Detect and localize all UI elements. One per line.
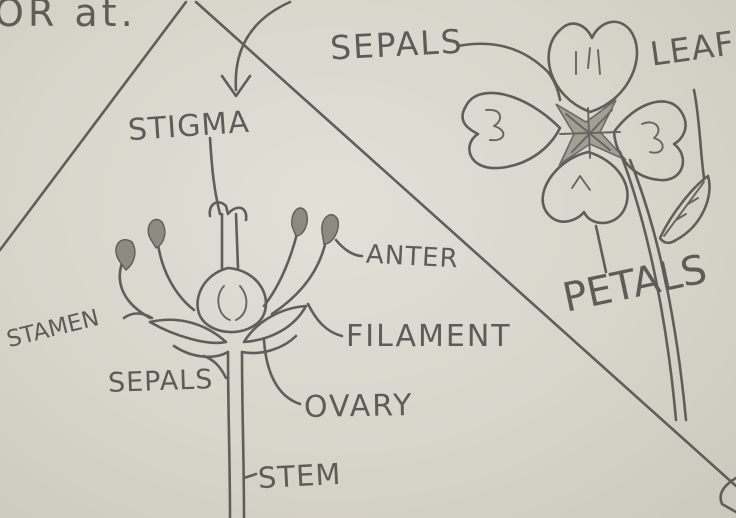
bottom-petal bbox=[543, 152, 628, 223]
anther-leader bbox=[336, 240, 362, 256]
label-ovary: OVARY bbox=[304, 391, 414, 423]
top-petal bbox=[549, 22, 637, 112]
stem-leader bbox=[244, 474, 256, 478]
divider-line-right bbox=[196, 2, 736, 486]
label-anther: ANTER bbox=[365, 242, 459, 273]
sepal-lower-left bbox=[174, 346, 228, 357]
main-stem bbox=[228, 352, 230, 518]
pointer-arrow bbox=[236, 2, 290, 90]
label-stem: STEM bbox=[257, 460, 342, 493]
header-fragment-text: OR at. bbox=[0, 0, 137, 32]
sepals-top-leader bbox=[458, 44, 560, 100]
petals-leader bbox=[596, 226, 606, 272]
anther-right-inner bbox=[292, 208, 308, 236]
label-stigma: STIGMA bbox=[127, 108, 251, 146]
anther-left-outer bbox=[116, 240, 135, 270]
left-petal bbox=[463, 93, 560, 168]
anther-left-inner bbox=[148, 219, 165, 248]
label-sepals-top: SEPALS bbox=[329, 25, 464, 65]
leaf-leader bbox=[694, 90, 704, 178]
sepal-lower-right bbox=[242, 336, 296, 353]
stamen-right-inner bbox=[264, 230, 298, 306]
style bbox=[210, 202, 246, 220]
label-sepals-lower: SEPALS bbox=[108, 366, 214, 397]
sepal-left bbox=[150, 320, 226, 343]
label-filament: FILAMENT bbox=[346, 322, 512, 352]
top-view-flower bbox=[458, 22, 710, 420]
ovary-body bbox=[198, 268, 266, 332]
filament-leader bbox=[308, 304, 342, 336]
stamen-left-inner bbox=[158, 244, 194, 310]
stamen-right-outer bbox=[272, 240, 326, 314]
